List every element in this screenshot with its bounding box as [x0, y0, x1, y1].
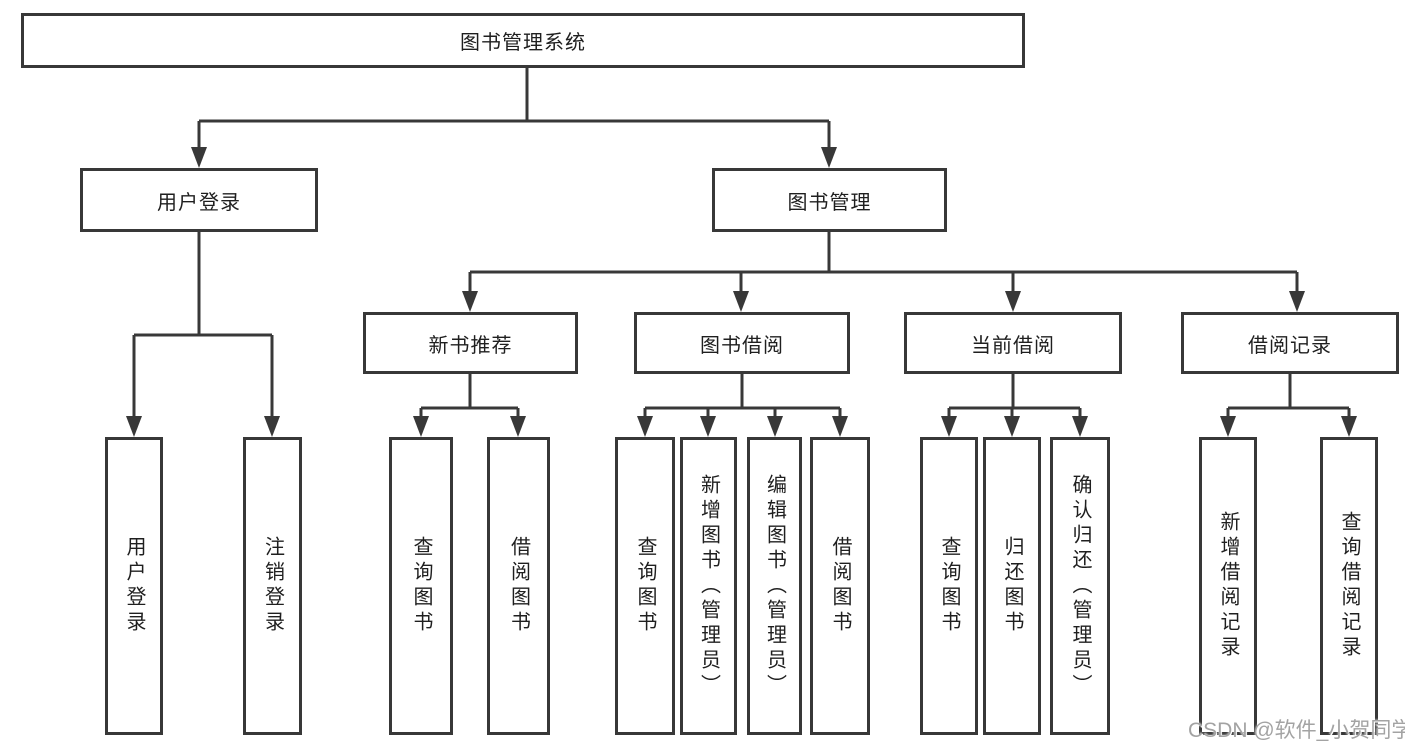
leaf-confirm-return-admin: 确认归还（管理员）	[1050, 437, 1110, 735]
node-user-login: 用户登录	[80, 168, 318, 232]
leaf-return-books: 归还图书	[983, 437, 1041, 735]
leaf-query-books-current: 查询图书	[920, 437, 978, 735]
leaf-add-books-admin-label: 新增图书（管理员）	[697, 473, 720, 699]
node-current-borrowing: 当前借阅	[904, 312, 1122, 374]
leaf-query-books-recommend: 查询图书	[389, 437, 453, 735]
leaf-borrow-books-recommend-label: 借阅图书	[507, 536, 530, 636]
leaf-confirm-return-admin-label: 确认归还（管理员）	[1069, 473, 1091, 699]
leaf-edit-books-admin-label: 编辑图书（管理员）	[763, 473, 786, 699]
leaf-logout-label: 注销登录	[261, 536, 284, 636]
leaf-query-borrow-record-label: 查询借阅记录	[1338, 511, 1360, 661]
leaf-logout: 注销登录	[243, 437, 302, 735]
leaf-add-borrow-record-label: 新增借阅记录	[1217, 511, 1239, 661]
node-borrowing-records: 借阅记录	[1181, 312, 1399, 374]
leaf-query-books-current-label: 查询图书	[938, 536, 960, 636]
node-library-management-system: 图书管理系统	[21, 13, 1025, 68]
leaf-query-books-recommend-label: 查询图书	[410, 536, 432, 636]
node-book-borrowing: 图书借阅	[634, 312, 850, 374]
leaf-add-books-admin: 新增图书（管理员）	[680, 437, 737, 735]
leaf-borrow-books: 借阅图书	[810, 437, 870, 735]
leaf-user-login: 用户登录	[105, 437, 163, 735]
node-new-book-recommendation: 新书推荐	[363, 312, 578, 374]
leaf-borrow-books-recommend: 借阅图书	[487, 437, 550, 735]
leaf-user-login-label: 用户登录	[123, 536, 145, 636]
leaf-query-borrow-record: 查询借阅记录	[1320, 437, 1378, 735]
leaf-return-books-label: 归还图书	[1001, 536, 1023, 636]
leaf-edit-books-admin: 编辑图书（管理员）	[747, 437, 802, 735]
csdn-watermark: CSDN @软件_小贺同学	[1188, 719, 1405, 742]
leaf-query-books-borrow-label: 查询图书	[634, 536, 656, 636]
leaf-query-books-borrow: 查询图书	[615, 437, 675, 735]
leaf-add-borrow-record: 新增借阅记录	[1199, 437, 1257, 735]
leaf-borrow-books-label: 借阅图书	[829, 536, 851, 636]
node-book-management: 图书管理	[712, 168, 947, 232]
